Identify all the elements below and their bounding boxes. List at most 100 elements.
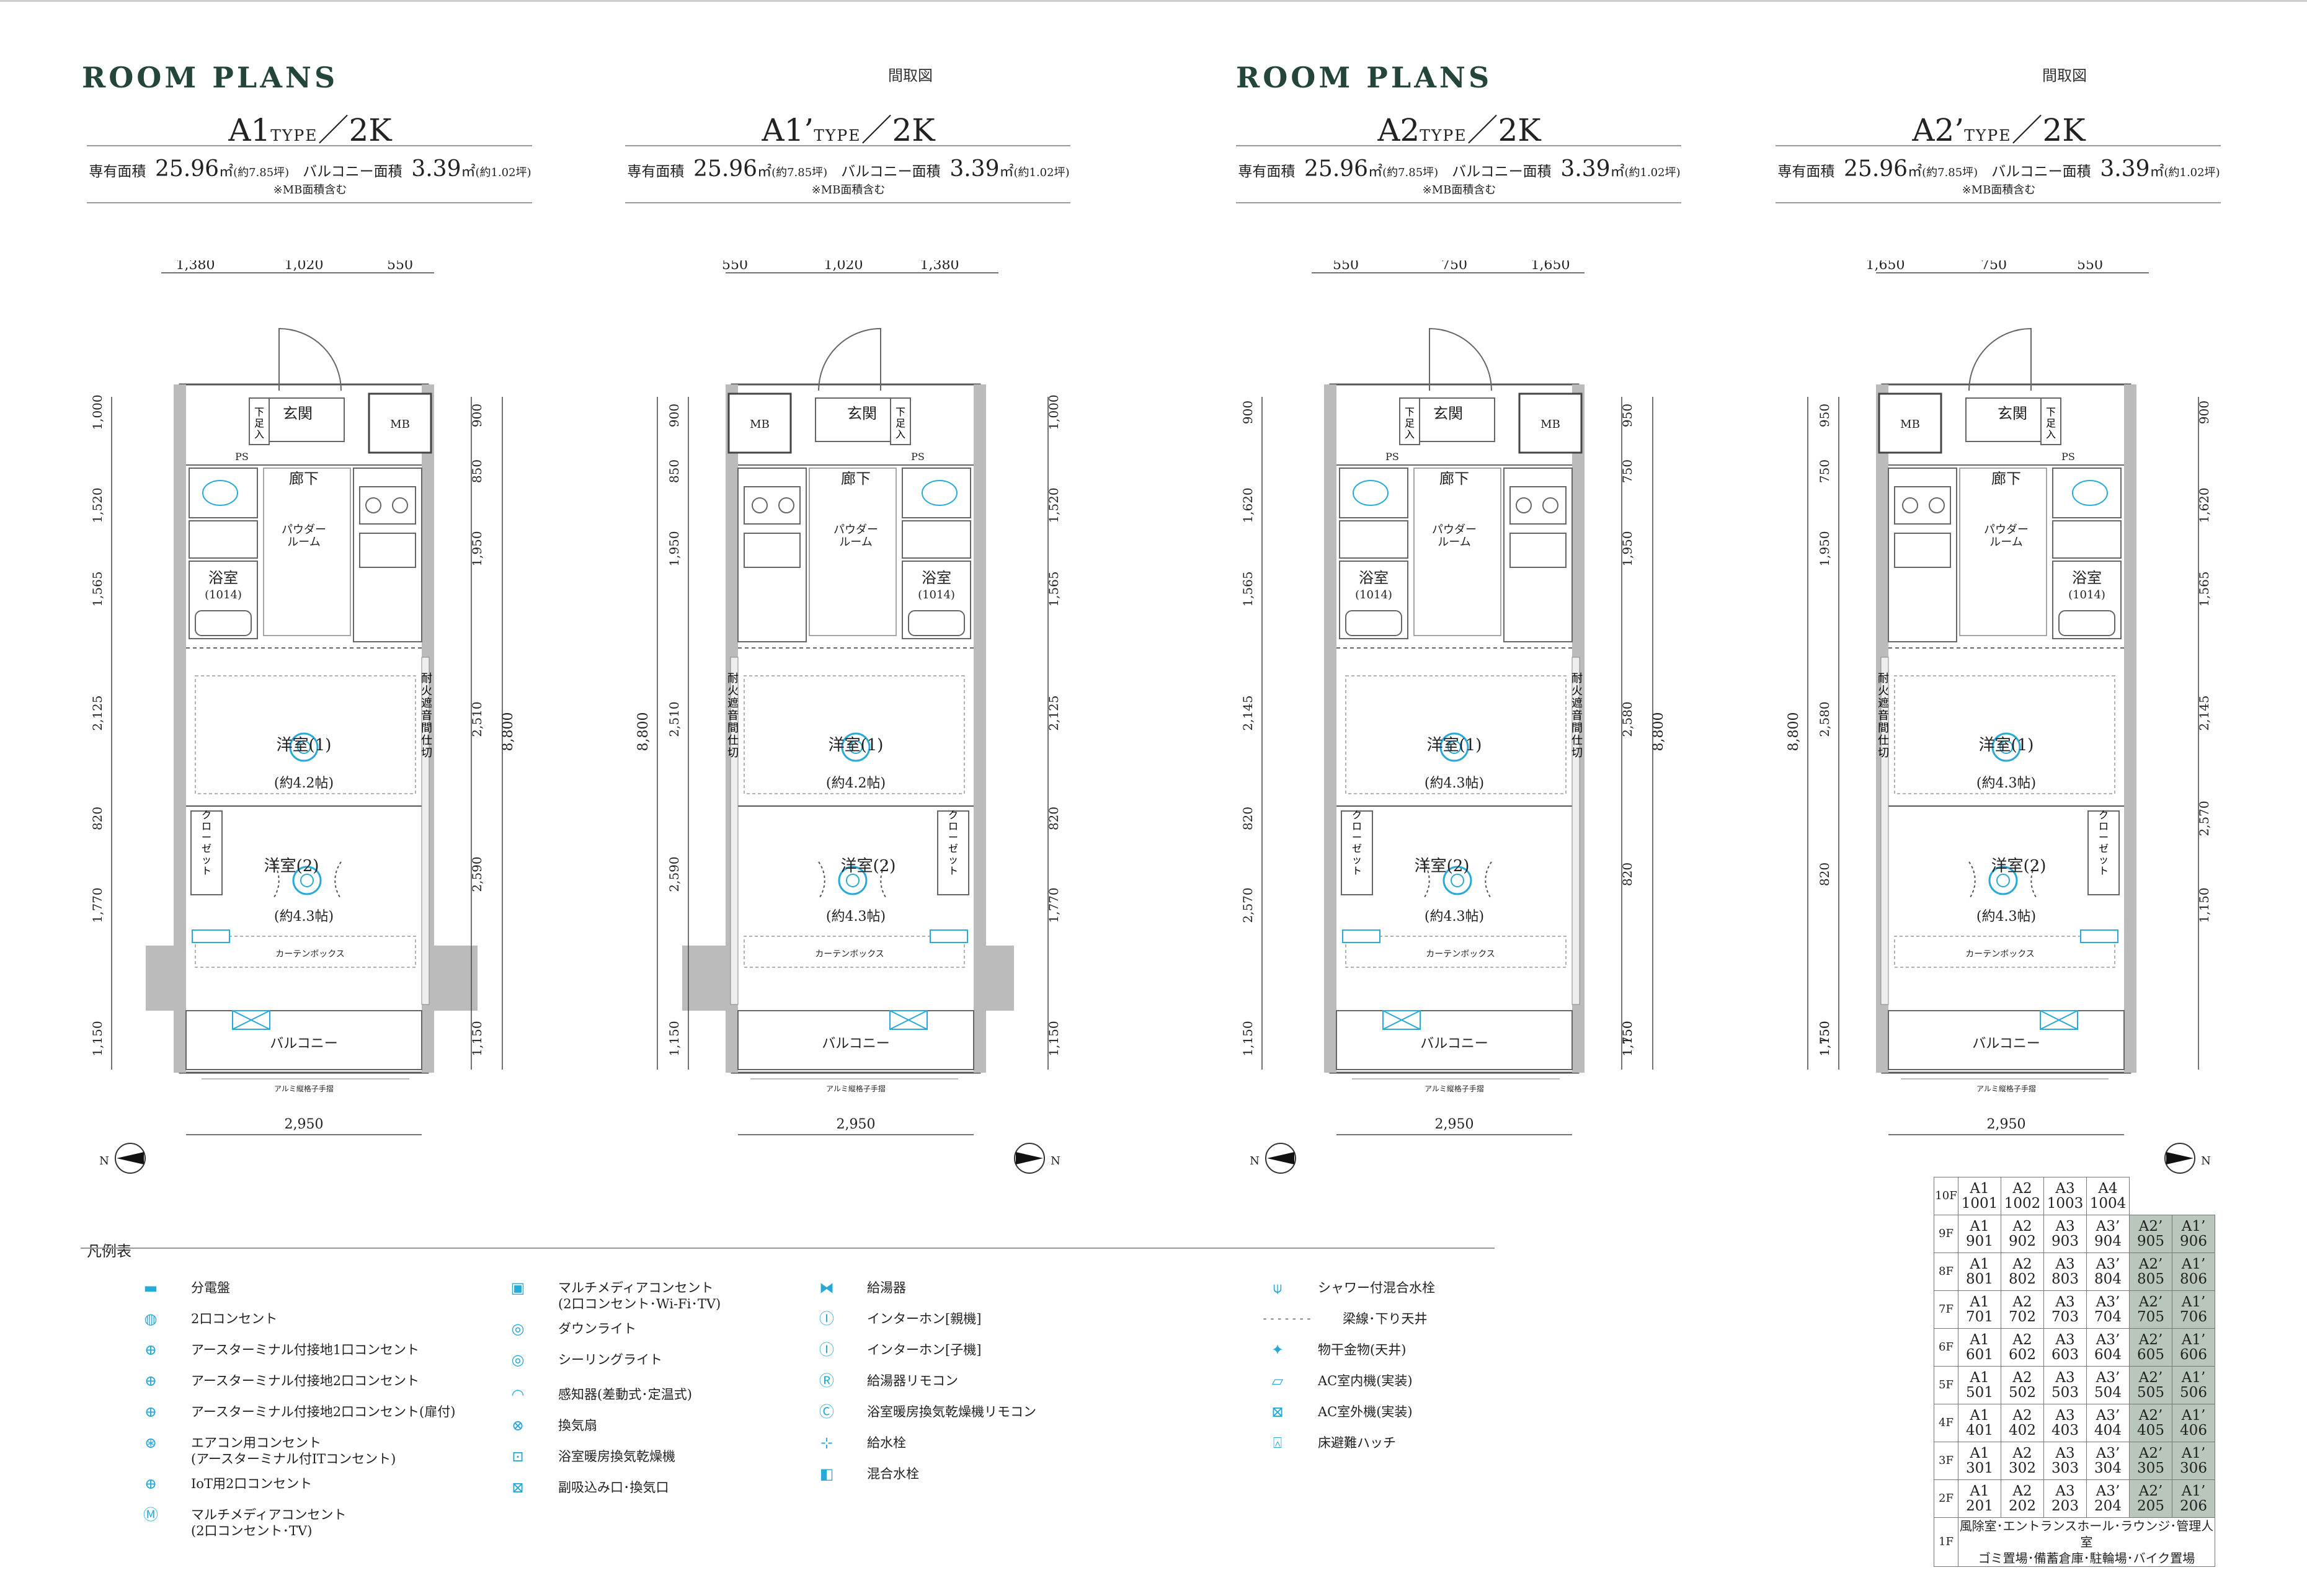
label-room2: 洋室(2) bbox=[1415, 857, 1470, 876]
dim-right-label: 1,950 bbox=[469, 531, 484, 566]
svg-text:ロ: ロ bbox=[948, 820, 958, 832]
floor-label: 2F bbox=[1934, 1479, 1958, 1518]
mb-box bbox=[727, 392, 792, 454]
label-roka: 廊下 bbox=[289, 470, 319, 487]
dim-right-label: 1,750 bbox=[1817, 1021, 1832, 1056]
bathtub bbox=[1345, 610, 1402, 636]
label-genkan: 玄関 bbox=[847, 405, 877, 422]
column-left bbox=[146, 946, 180, 1011]
label-bath-size: (1014) bbox=[2068, 588, 2105, 601]
hanger-arc-l bbox=[1423, 861, 1430, 900]
plan-area: 専有面積 25.96㎡(約7.85坪) バルコニー面積 3.39㎡(約1.02坪… bbox=[1777, 156, 2220, 182]
dim-top-label: 550 bbox=[2077, 260, 2103, 273]
left-wall-shade bbox=[174, 384, 186, 1073]
dim-right-label: 1,150 bbox=[667, 1021, 682, 1056]
balcony bbox=[737, 1010, 974, 1070]
svg-text:ト: ト bbox=[948, 865, 958, 877]
floor-label: 9F bbox=[1934, 1215, 1958, 1253]
label-bath: 浴室 bbox=[1359, 569, 1389, 587]
dim-left-label: 820 bbox=[1240, 807, 1255, 830]
label-bath: 浴室 bbox=[922, 569, 951, 587]
firewall-hatch bbox=[730, 657, 739, 1005]
powder-room bbox=[902, 520, 971, 559]
column-left bbox=[980, 946, 1014, 1011]
label-mb: MB bbox=[1540, 418, 1560, 431]
hanger-arc-l bbox=[2030, 861, 2038, 900]
svg-text:遮: 遮 bbox=[421, 697, 432, 710]
burner-1 bbox=[1516, 497, 1532, 513]
stove bbox=[744, 486, 801, 525]
intercom-slave-icon: Ⓘ bbox=[819, 1341, 834, 1359]
svg-text:入: 入 bbox=[254, 428, 264, 440]
curtain-box bbox=[744, 936, 965, 968]
dim-left-label: 2,570 bbox=[1240, 887, 1255, 923]
floor-label: 7F bbox=[1934, 1290, 1958, 1329]
column-right bbox=[434, 946, 478, 1011]
label-room1: 洋室(1) bbox=[1979, 736, 2034, 755]
svg-text:仕: 仕 bbox=[1571, 734, 1583, 747]
svg-text:耐: 耐 bbox=[1878, 672, 1889, 685]
ceiling-light-icon: ◎ bbox=[511, 1351, 525, 1368]
mb-note: ※MB面積含む bbox=[1962, 184, 2036, 197]
label-mb: MB bbox=[750, 418, 770, 431]
room-1-beam bbox=[1345, 675, 1567, 794]
burner-1 bbox=[365, 497, 381, 513]
dim-right-label: 850 bbox=[667, 459, 682, 483]
plan-rule-top bbox=[1776, 145, 2221, 146]
svg-text:切: 切 bbox=[421, 747, 432, 760]
label-powder-2: ルーム bbox=[1989, 536, 2022, 549]
unit-cell: A2’205 bbox=[2129, 1479, 2172, 1518]
label-shoebox: 下足入 bbox=[1405, 406, 1415, 440]
label-shoebox: 下足入 bbox=[2046, 406, 2056, 440]
ceiling-light-2-inner bbox=[300, 874, 314, 887]
plan-body bbox=[1807, 272, 2199, 1135]
curtain-box bbox=[1345, 936, 1567, 968]
dim-right-label: 1,150 bbox=[469, 1021, 484, 1056]
bath-remote-icon: Ⓒ bbox=[819, 1403, 834, 1421]
outlet-2-icon: ◍ bbox=[144, 1310, 158, 1328]
dim-right-label: 2,580 bbox=[1620, 701, 1635, 737]
powder-room bbox=[2052, 520, 2122, 559]
hanger-arc-r bbox=[334, 861, 342, 900]
unit-cell: A2’505 bbox=[2129, 1366, 2172, 1404]
dim-left-label: 2,570 bbox=[2197, 800, 2211, 836]
north-arrow bbox=[2166, 1152, 2194, 1164]
label-bath-size: (1014) bbox=[205, 588, 242, 601]
ac-outdoor-x2 bbox=[1382, 1010, 1421, 1030]
legend-item-label: マルチメディアコンセント(2口コンセント･TV) bbox=[191, 1507, 347, 1538]
corridor bbox=[1413, 468, 1501, 636]
label-handrail: アルミ縦格子手摺 bbox=[826, 1084, 886, 1093]
ac-outdoor-icon: ⊠ bbox=[1271, 1403, 1284, 1421]
label-room2-area: (約4.3帖) bbox=[274, 909, 334, 924]
ceiling-light-2-inner bbox=[1451, 874, 1464, 887]
svg-text:仕: 仕 bbox=[727, 734, 739, 747]
label-curtain: カーテンボックス bbox=[815, 949, 884, 959]
label-powder: パウダー bbox=[1432, 523, 1477, 536]
floor-label: 5F bbox=[1934, 1366, 1958, 1404]
north-label: N bbox=[99, 1155, 109, 1168]
dim-right-label: 2,580 bbox=[1817, 701, 1832, 737]
svg-text:ロ: ロ bbox=[202, 820, 211, 832]
ac-outdoor-x2 bbox=[889, 1010, 928, 1030]
legend-item-label: 副吸込み口･換気口 bbox=[558, 1480, 669, 1495]
unit-cell: A1’606 bbox=[2172, 1328, 2215, 1367]
dim-right-label: 1,150 bbox=[1817, 1021, 1832, 1056]
closet bbox=[2087, 810, 2120, 895]
ac-outdoor-x2 bbox=[2040, 1010, 2078, 1030]
svg-text:ー: ー bbox=[2099, 831, 2109, 843]
dim-total-label: 8,800 bbox=[500, 712, 516, 751]
legend-item-label: 浴室暖房換気乾燥機 bbox=[558, 1449, 675, 1464]
room-1-beam bbox=[195, 675, 416, 794]
legend-item-label: シーリングライト bbox=[558, 1352, 662, 1367]
dim-right-label: 2,510 bbox=[667, 701, 682, 737]
toilet-bowl bbox=[922, 480, 958, 506]
dim-right-label: 900 bbox=[667, 404, 682, 427]
plan-area: 専有面積 25.96㎡(約7.85坪) バルコニー面積 3.39㎡(約1.02坪… bbox=[627, 156, 1070, 182]
